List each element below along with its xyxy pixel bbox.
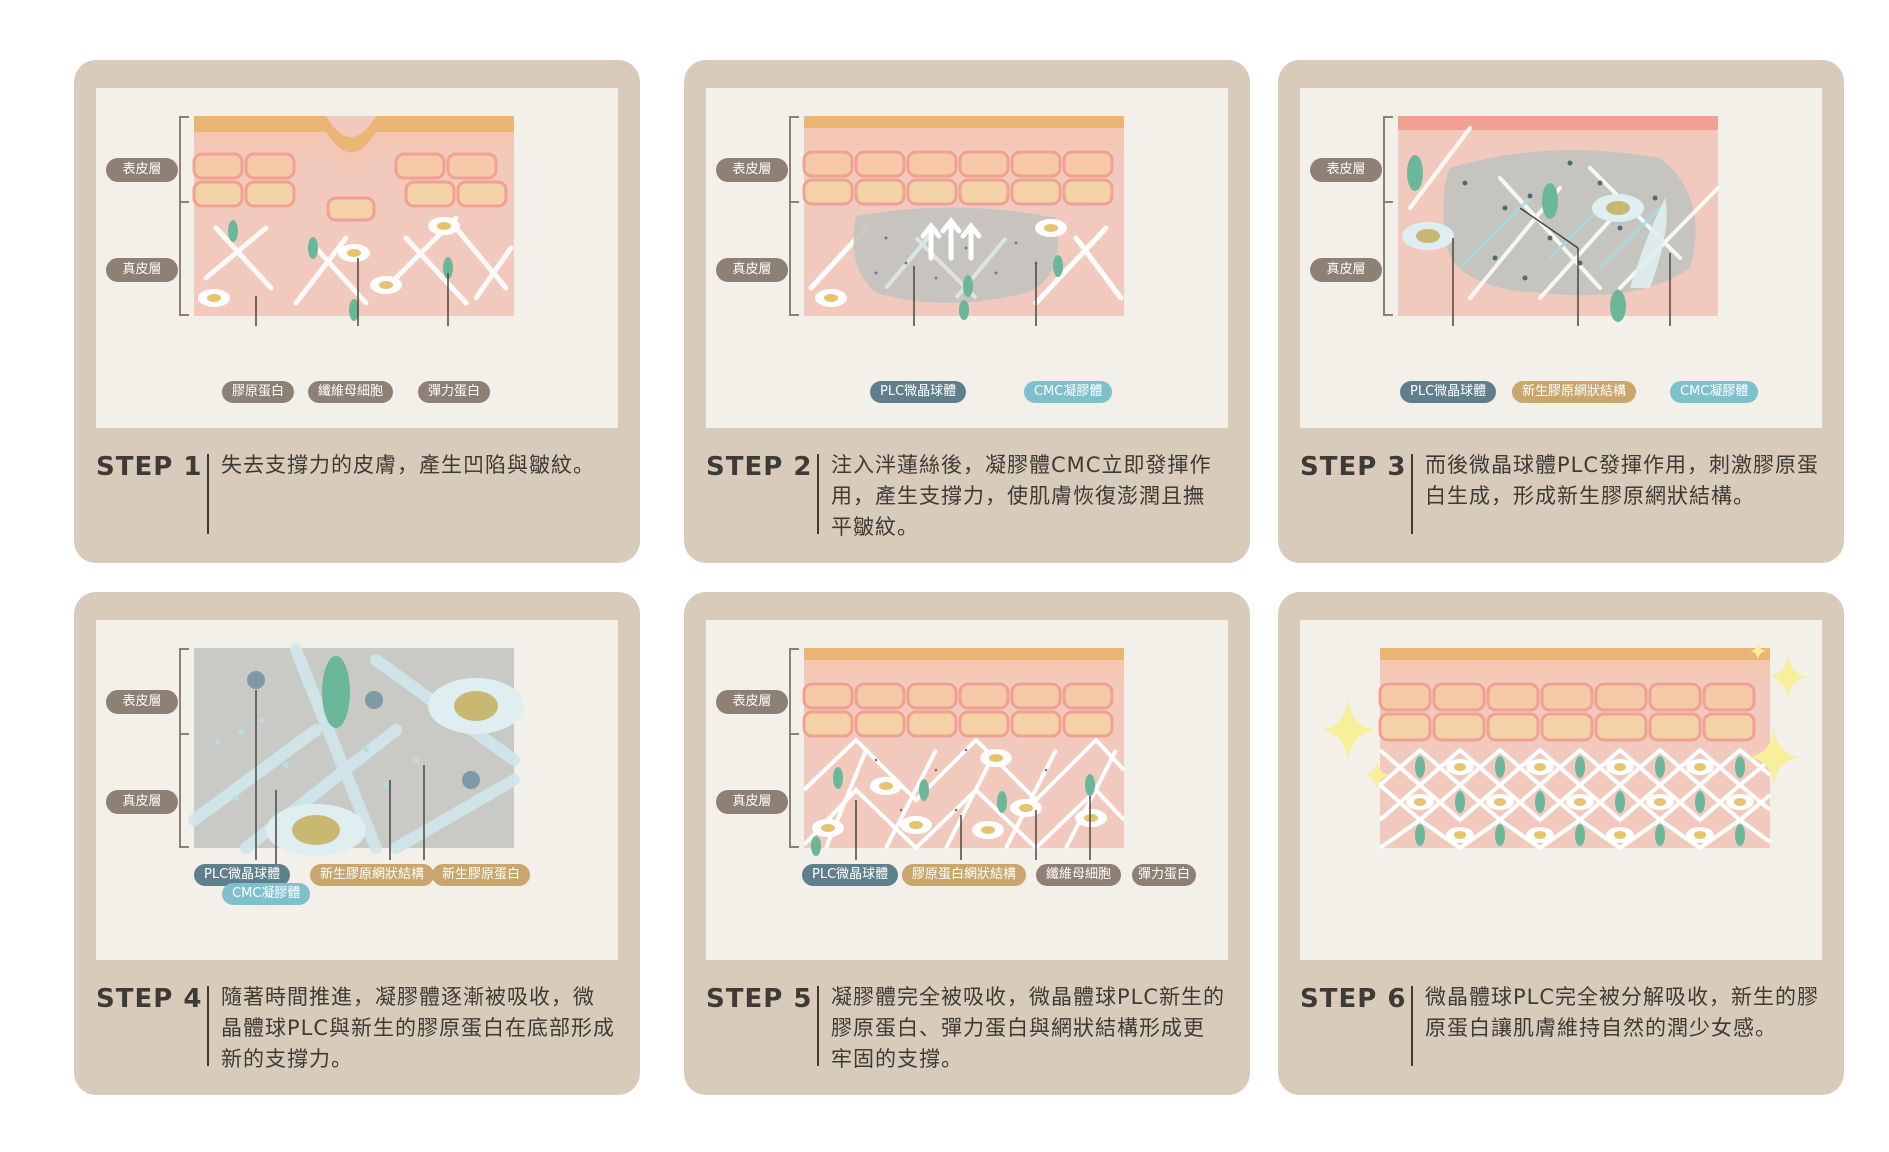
step-description: 注入泮蓮絲後，凝膠體CMC立即發揮作用，產生支撐力，使肌膚恢復澎潤且撫平皺紋。 [831, 453, 1212, 539]
step-2-card: 表皮層 真皮層 [684, 60, 1250, 563]
epidermis-tag: 表皮層 [716, 158, 788, 182]
step-1-caption: STEP 1 失去支撐力的皮膚，產生凹陷與皺紋。 [96, 450, 618, 540]
step-4-caption: STEP 4 隨著時間推進，凝膠體逐漸被吸收，微晶體球PLC與新生的膠原蛋白在底… [96, 982, 618, 1072]
caption-divider [817, 454, 819, 534]
step-title: STEP 4 [96, 984, 203, 1014]
step-1-illustration: 表皮層 真皮層 [96, 88, 618, 428]
step-title: STEP 1 [96, 452, 203, 482]
label-cmc-gel: CMC凝膠體 [222, 883, 311, 905]
step-4-illustration: 表皮層 真皮層 PLC微晶球體 CMC凝膠體 新生膠原網狀結構 新生膠原蛋白 [96, 620, 618, 960]
label-new-collagen-network: 新生膠原網狀結構 [1512, 381, 1637, 403]
layer-bracket [1383, 116, 1395, 316]
step-3-illustration: 表皮層 真皮層 [1300, 88, 1822, 428]
label-cmc-gel: CMC凝膠體 [1670, 381, 1759, 403]
label-plc-microsphere: PLC微晶球體 [194, 864, 291, 886]
step-5-caption: STEP 5 凝膠體完全被吸收，微晶體球PLC新生的膠原蛋白、彈力蛋白與網狀結構… [706, 982, 1228, 1072]
label-collagen: 膠原蛋白 [222, 381, 295, 403]
layer-divider-tick [1383, 201, 1393, 203]
caption-divider [207, 986, 209, 1066]
epidermis-tag: 表皮層 [106, 158, 178, 182]
skin-cross-section-wrinkle [192, 116, 514, 326]
layer-bracket [789, 648, 801, 848]
label-elastin: 彈力蛋白 [418, 381, 491, 403]
label-new-collagen-network: 新生膠原網狀結構 [310, 864, 435, 886]
skin-cross-section-gel-injection [802, 116, 1124, 326]
label-new-collagen: 新生膠原蛋白 [432, 864, 531, 886]
dermis-tag: 真皮層 [716, 258, 788, 282]
label-collagen-network: 膠原蛋白網狀結構 [902, 864, 1027, 886]
step-description: 微晶體球PLC完全被分解吸收，新生的膠原蛋白讓肌膚維持自然的潤少女感。 [1425, 985, 1820, 1040]
layer-bracket [789, 116, 801, 316]
dermis-tag: 真皮層 [106, 790, 178, 814]
step-3-caption: STEP 3 而後微晶球體PLC發揮作用，刺激膠原蛋白生成，形成新生膠原網狀結構… [1300, 450, 1822, 540]
layer-divider-tick [179, 733, 189, 735]
caption-divider [1411, 454, 1413, 534]
step-6-caption: STEP 6 微晶體球PLC完全被分解吸收，新生的膠原蛋白讓肌膚維持自然的潤少女… [1300, 982, 1822, 1072]
layer-bracket [179, 116, 191, 316]
label-fibroblast: 纖維母細胞 [1036, 864, 1122, 886]
dermis-tag: 真皮層 [106, 258, 178, 282]
step-description: 隨著時間推進，凝膠體逐漸被吸收，微晶體球PLC與新生的膠原蛋白在底部形成新的支撐… [221, 985, 616, 1071]
label-elastin: 彈力蛋白 [1132, 864, 1197, 886]
skin-cross-section-youthful [1378, 648, 1772, 851]
caption-divider [207, 454, 209, 534]
step-description: 而後微晶球體PLC發揮作用，刺激膠原蛋白生成，形成新生膠原網狀結構。 [1425, 453, 1820, 508]
label-plc-microsphere: PLC微晶球體 [1400, 381, 1497, 403]
sparkle-icon [1320, 698, 1376, 762]
step-6-card: STEP 6 微晶體球PLC完全被分解吸收，新生的膠原蛋白讓肌膚維持自然的潤少女… [1278, 592, 1844, 1095]
epidermis-tag: 表皮層 [106, 690, 178, 714]
step-description: 凝膠體完全被吸收，微晶體球PLC新生的膠原蛋白、彈力蛋白與網狀結構形成更牢固的支… [831, 985, 1226, 1071]
step-title: STEP 2 [706, 452, 813, 482]
sparkle-icon [1768, 654, 1808, 700]
step-6-illustration [1300, 620, 1822, 960]
caption-divider [817, 986, 819, 1066]
step-5-illustration: 表皮層 真皮層 [706, 620, 1228, 960]
step-2-illustration: 表皮層 真皮層 [706, 88, 1228, 428]
layer-bracket [179, 648, 191, 848]
step-1-card: 表皮層 真皮層 [74, 60, 640, 563]
step-2-caption: STEP 2 注入泮蓮絲後，凝膠體CMC立即發揮作用，產生支撐力，使肌膚恢復澎潤… [706, 450, 1228, 540]
sparkle-icon [1748, 728, 1800, 786]
label-plc-microsphere: PLC微晶球體 [802, 864, 899, 886]
step-title: STEP 6 [1300, 984, 1407, 1014]
step-4-card: 表皮層 真皮層 PLC微晶球體 CMC凝膠體 新生膠原網狀結構 新生膠原蛋白 [74, 592, 640, 1095]
skin-cross-section-collagen-stimulation [1398, 116, 1720, 326]
step-5-card: 表皮層 真皮層 [684, 592, 1250, 1095]
step-title: STEP 5 [706, 984, 813, 1014]
layer-divider-tick [789, 733, 799, 735]
label-plc-microsphere: PLC微晶球體 [870, 381, 967, 403]
sparkle-icon [1750, 642, 1766, 660]
sparkle-icon [1364, 760, 1390, 790]
skin-cross-section-absorption [188, 644, 524, 875]
label-fibroblast: 纖維母細胞 [308, 381, 394, 403]
dermis-tag: 真皮層 [716, 790, 788, 814]
caption-divider [1411, 986, 1413, 1066]
dermis-tag: 真皮層 [1310, 258, 1382, 282]
step-title: STEP 3 [1300, 452, 1407, 482]
layer-divider-tick [179, 201, 189, 203]
step-description: 失去支撐力的皮膚，產生凹陷與皺紋。 [221, 453, 595, 477]
label-cmc-gel: CMC凝膠體 [1024, 381, 1113, 403]
layer-divider-tick [789, 201, 799, 203]
epidermis-tag: 表皮層 [1310, 158, 1382, 182]
epidermis-tag: 表皮層 [716, 690, 788, 714]
skin-cross-section-firm-support [802, 648, 1126, 860]
step-3-card: 表皮層 真皮層 [1278, 60, 1844, 563]
